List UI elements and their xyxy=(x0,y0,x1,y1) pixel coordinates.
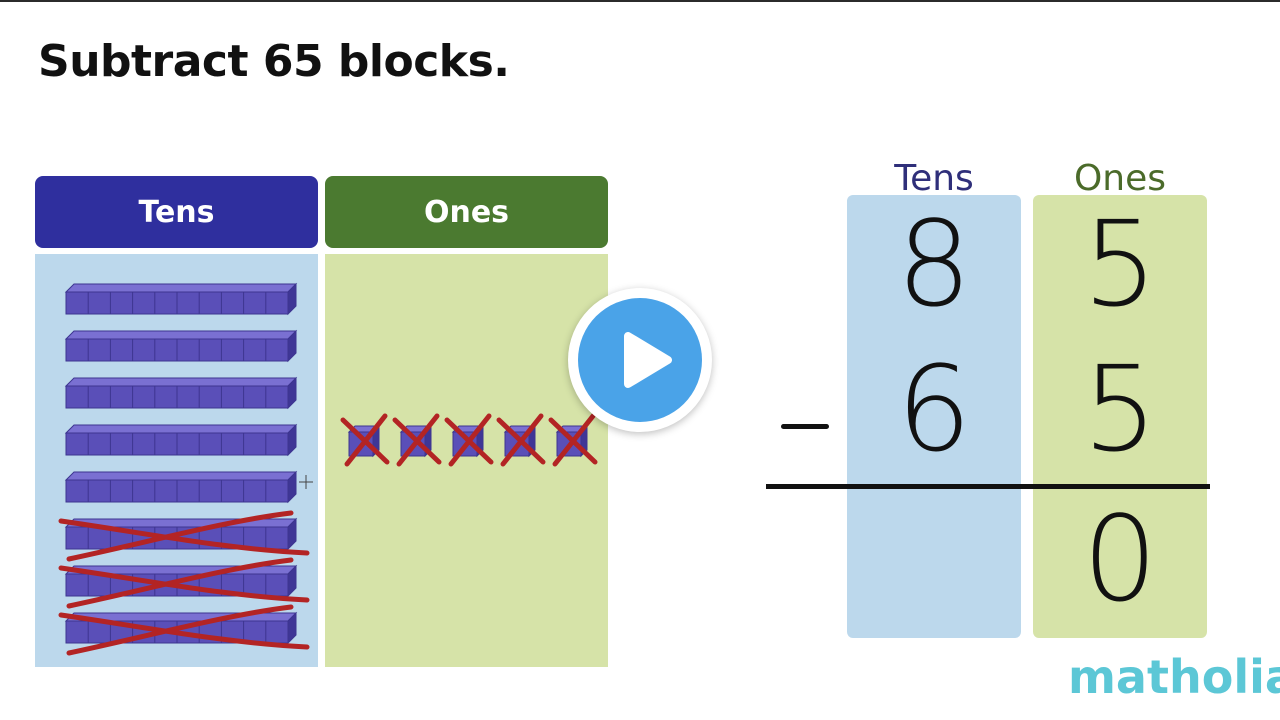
result-ones-digit: 0 xyxy=(1082,490,1158,628)
bottom-tens-digit: 6 xyxy=(896,340,972,478)
tens-rods-area xyxy=(58,282,310,656)
tens-rod xyxy=(64,376,298,410)
answer-line xyxy=(766,484,1210,489)
top-tens-digit: 8 xyxy=(896,195,972,333)
tens-rod xyxy=(64,423,298,457)
play-icon[interactable] xyxy=(578,298,702,422)
ones-panel xyxy=(325,254,608,667)
ones-column-label: Ones xyxy=(1073,158,1167,199)
ones-cube-cross xyxy=(340,413,390,467)
ones-cubes-area xyxy=(340,413,598,467)
ones-cube-cross xyxy=(444,413,494,467)
tens-rod-cross xyxy=(58,510,310,562)
minus-sign xyxy=(781,424,829,429)
tens-panel xyxy=(35,254,318,667)
crosshair-cursor-icon xyxy=(299,475,313,489)
tens-rod-cross xyxy=(58,557,310,609)
ones-cube-cross xyxy=(548,413,598,467)
matholia-logo: matholia xyxy=(1068,650,1280,704)
top-ones-digit: 5 xyxy=(1082,195,1158,333)
page-title: Subtract 65 blocks. xyxy=(38,36,510,87)
tens-header: Tens xyxy=(35,176,318,248)
top-border xyxy=(0,0,1280,2)
bottom-ones-digit: 5 xyxy=(1082,340,1158,478)
ones-column xyxy=(1033,195,1207,638)
ones-cube-cross xyxy=(496,413,546,467)
ones-header: Ones xyxy=(325,176,608,248)
tens-rod xyxy=(64,282,298,316)
ones-cube-cross xyxy=(392,413,442,467)
tens-rod xyxy=(64,329,298,363)
tens-column xyxy=(847,195,1021,638)
tens-column-label: Tens xyxy=(894,158,974,199)
tens-rod-cross xyxy=(58,604,310,656)
tens-rod xyxy=(64,470,298,504)
play-button[interactable] xyxy=(568,288,712,432)
